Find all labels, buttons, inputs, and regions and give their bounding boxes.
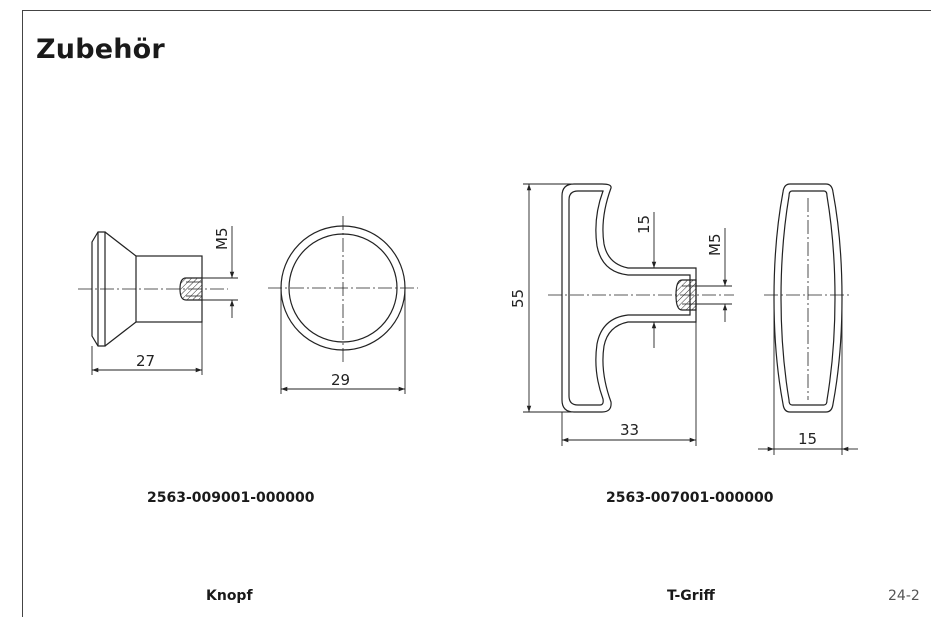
page-number: 24-2 bbox=[888, 588, 920, 604]
knopf-dim-29 bbox=[280, 290, 406, 394]
tgriff-side-view bbox=[561, 183, 697, 413]
tgriff-dim-33 bbox=[561, 322, 697, 446]
knopf-dim-diameter-label: 29 bbox=[331, 371, 350, 389]
knopf-name: Knopf bbox=[206, 588, 253, 604]
page-title: Zubehör bbox=[36, 34, 165, 65]
knopf-dim-m5 bbox=[202, 226, 238, 318]
knopf-dim-thread-label: M5 bbox=[213, 228, 231, 251]
tgriff-name: T-Griff bbox=[667, 588, 715, 604]
tgriff-end-view bbox=[773, 183, 843, 413]
tgriff-dim-depth-label: 15 bbox=[798, 430, 817, 448]
tgriff-dim-m5 bbox=[696, 228, 732, 322]
tgriff-end-centerlines bbox=[764, 198, 852, 400]
tgriff-dim-width-label: 33 bbox=[620, 421, 639, 439]
tgriff-dim-stem-label: 15 bbox=[635, 215, 653, 234]
tgriff-article-number: 2563-007001-000000 bbox=[606, 490, 774, 506]
knopf-front-centerlines bbox=[268, 216, 418, 362]
tgriff-dim-55 bbox=[523, 183, 574, 413]
tgriff-dim-height-label: 55 bbox=[509, 289, 527, 308]
frame-left-line bbox=[22, 10, 23, 617]
tgriff-dim-15-depth bbox=[758, 300, 858, 455]
knopf-article-number: 2563-009001-000000 bbox=[147, 490, 315, 506]
tgriff-dim-thread-label: M5 bbox=[706, 234, 724, 257]
frame-top-line bbox=[22, 10, 931, 11]
knopf-dim-length-label: 27 bbox=[136, 352, 155, 370]
knopf-dim-27 bbox=[91, 322, 203, 375]
